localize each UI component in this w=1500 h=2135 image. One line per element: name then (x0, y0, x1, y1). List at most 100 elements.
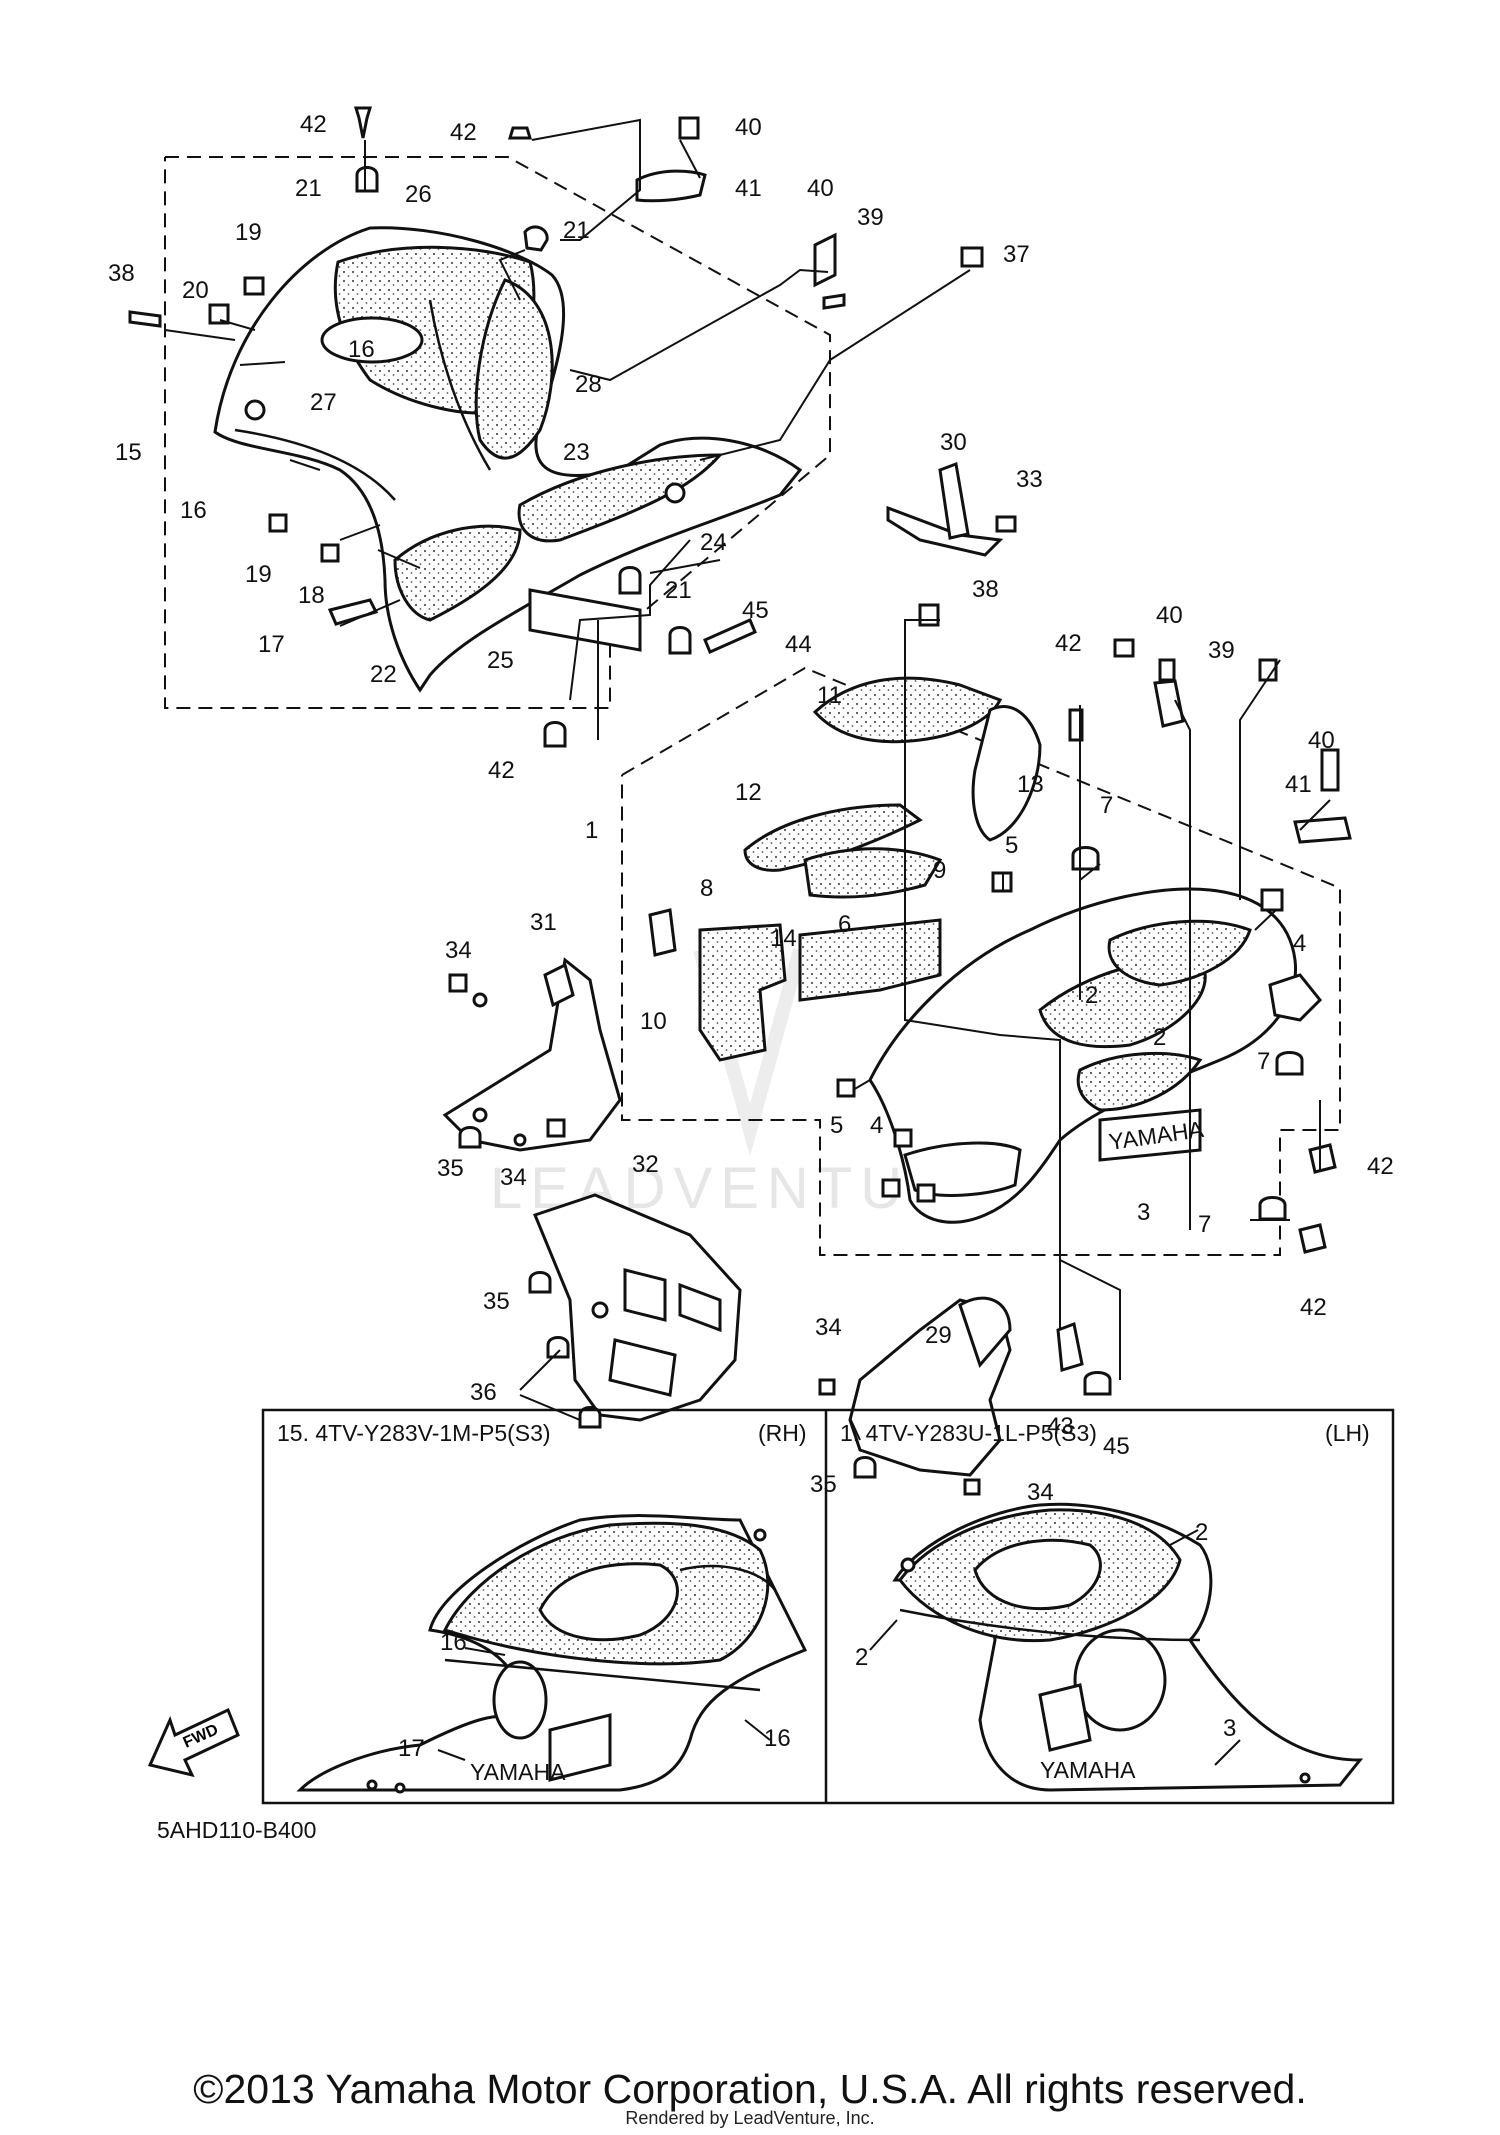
callout: 5 (1005, 832, 1018, 859)
callout: 1 (585, 817, 598, 844)
callout: 36 (470, 1379, 497, 1406)
rh-brand-decal: YAMAHA (470, 1759, 566, 1785)
callout: 3 (1137, 1199, 1150, 1226)
callout: 42 (450, 119, 477, 146)
upper-cowling-rh (213, 226, 803, 693)
callout: 45 (742, 597, 769, 624)
callout: 26 (405, 181, 432, 208)
screws-lower-left (448, 973, 877, 1479)
diagram-code: 5AHD110-B400 (157, 1817, 316, 1843)
side-cover-31 (442, 957, 622, 1152)
rendered-by-notice: Rendered by LeadVenture, Inc. (625, 2108, 875, 2128)
callout: 7 (1198, 1211, 1211, 1238)
callout: 38 (972, 576, 999, 603)
callout: 25 (487, 647, 514, 674)
callout: 30 (940, 429, 967, 456)
callout: 11 (817, 682, 842, 709)
callout: 43 (1047, 1413, 1074, 1440)
callout: 45 (1103, 1433, 1130, 1460)
rh-box-title: 15. 4TV-Y283V-1M-P5(S3) (277, 1420, 551, 1446)
leader-lines-upper (164, 118, 971, 740)
callout: 41 (735, 175, 762, 202)
callout: 34 (500, 1164, 527, 1191)
callout: 21 (665, 577, 692, 604)
callout: 12 (735, 779, 762, 806)
bracket-29 (818, 1296, 1112, 1496)
fwd-arrow-icon: FWD (147, 1707, 240, 1778)
callout: 44 (785, 631, 812, 658)
callout: 42 (1367, 1153, 1394, 1180)
callout: 40 (1156, 602, 1183, 629)
callout: 24 (700, 529, 727, 556)
callout: 14 (770, 925, 797, 952)
callout: 39 (857, 204, 884, 231)
callout: 35 (810, 1471, 837, 1498)
callout: 15 (115, 439, 142, 466)
callout: 16 (348, 336, 375, 363)
callout: 39 (1208, 637, 1235, 664)
lh-callout: 2 (855, 1644, 868, 1671)
callout: 40 (735, 114, 762, 141)
callout: 32 (632, 1151, 659, 1178)
lh-fairing-illustration: YAMAHA 2 2 3 (855, 1502, 1364, 1792)
callout: 27 (310, 389, 337, 416)
callout: 5 (830, 1112, 843, 1139)
callout: 2 (1153, 1024, 1166, 1051)
assembly-15-boundary (164, 156, 831, 709)
callout: 23 (563, 439, 590, 466)
callout: 13 (1017, 771, 1044, 798)
lh-callout: 3 (1223, 1715, 1236, 1742)
callout-labels: 42 42 40 41 21 26 40 39 21 19 37 38 20 1… (108, 111, 1394, 1506)
lh-box-side: (LH) (1325, 1420, 1370, 1446)
leader-lines-lower (852, 619, 1331, 1380)
callout: 40 (807, 175, 834, 202)
callout: 7 (1257, 1048, 1270, 1075)
callout: 34 (815, 1314, 842, 1341)
callout: 35 (437, 1155, 464, 1182)
callout: 2 (1085, 982, 1098, 1009)
callout: 41 (1285, 771, 1312, 798)
callout: 18 (298, 582, 325, 609)
rh-box-side: (RH) (758, 1420, 807, 1446)
callout: 19 (245, 561, 272, 588)
callout: 4 (1293, 930, 1306, 957)
callout: 7 (1100, 792, 1113, 819)
callout: 33 (1016, 466, 1043, 493)
callout: 22 (370, 661, 397, 688)
callout: 35 (483, 1288, 510, 1315)
callout: 9 (933, 857, 946, 884)
callout: 6 (838, 911, 851, 938)
callout: 34 (445, 937, 472, 964)
assembly-1-boundary (621, 666, 1341, 1256)
callout: 16 (180, 497, 207, 524)
callout: 34 (1027, 1479, 1054, 1506)
callout: 29 (925, 1322, 952, 1349)
callout: 17 (258, 631, 285, 658)
callout: 42 (1055, 630, 1082, 657)
callout: 21 (563, 217, 590, 244)
rh-callout: 17 (398, 1735, 425, 1762)
lh-box-title: 1. 4TV-Y283U-1L-P5(S3) (840, 1420, 1097, 1446)
side-cover-32 (533, 1193, 742, 1422)
lh-callout: 2 (1195, 1519, 1208, 1546)
callout: 42 (300, 111, 327, 138)
callout: 28 (575, 371, 602, 398)
callout: 4 (870, 1112, 883, 1139)
inner-panels (648, 676, 1042, 1062)
rh-fairing-illustration: YAMAHA 16 16 17 (296, 1514, 808, 1794)
hardware-upper (128, 106, 1135, 748)
callout: 20 (182, 277, 209, 304)
hardware-lower (836, 658, 1352, 1254)
callout: 10 (640, 1008, 667, 1035)
callout: 19 (235, 219, 262, 246)
callout: 42 (488, 757, 515, 784)
copyright-notice: ©2013 Yamaha Motor Corporation, U.S.A. A… (193, 2066, 1307, 2112)
callout: 37 (1003, 241, 1030, 268)
callout: 31 (530, 909, 557, 936)
callout: 40 (1308, 727, 1335, 754)
lh-brand-decal: YAMAHA (1040, 1757, 1136, 1783)
callout: 8 (700, 875, 713, 902)
color-variation-box: 15. 4TV-Y283V-1M-P5(S3) (RH) 1. 4TV-Y283… (147, 1408, 1395, 1805)
rh-callout: 16 (764, 1725, 791, 1752)
